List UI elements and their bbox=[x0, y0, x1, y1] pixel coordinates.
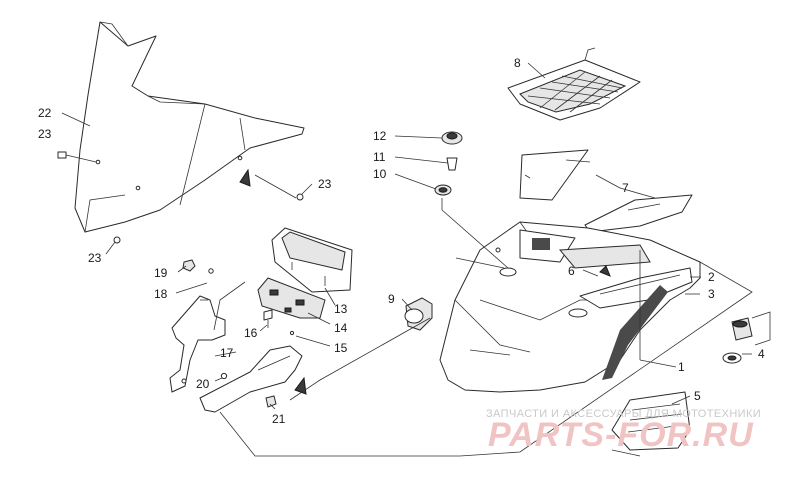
switch-9 bbox=[404, 297, 433, 331]
callout-17: 17 bbox=[220, 346, 234, 360]
callout-6: 6 bbox=[568, 264, 575, 278]
bolt-16 bbox=[263, 309, 273, 328]
callout-14: 14 bbox=[334, 321, 348, 335]
callout-20: 20 bbox=[196, 377, 210, 391]
callout-23-left: 23 bbox=[38, 127, 52, 141]
callout-12: 12 bbox=[373, 129, 387, 143]
vent-lower bbox=[584, 194, 693, 233]
callout-9: 9 bbox=[388, 292, 395, 306]
callout-21: 21 bbox=[272, 412, 286, 426]
callout-22: 22 bbox=[38, 106, 52, 120]
callout-11: 11 bbox=[373, 150, 386, 164]
hood bbox=[439, 221, 701, 393]
washer-20 bbox=[220, 372, 228, 380]
callout-4: 4 bbox=[758, 347, 765, 361]
arrow-marker-hood bbox=[599, 265, 611, 277]
screw-23-left bbox=[57, 151, 97, 163]
callout-18: 18 bbox=[154, 287, 168, 301]
screw-23-bottom bbox=[113, 236, 121, 244]
callout-labels: 22 23 23 23 8 7 12 11 10 6 2 3 1 4 5 9 1… bbox=[38, 56, 765, 426]
bolt-19 bbox=[182, 259, 214, 274]
leader-lines bbox=[61, 62, 752, 410]
callout-8: 8 bbox=[514, 56, 521, 70]
callout-23-bottom: 23 bbox=[88, 251, 102, 265]
mount-bracket-left bbox=[169, 295, 226, 393]
nut-21 bbox=[265, 395, 277, 408]
mount-bracket-lower bbox=[199, 345, 303, 413]
instrument-cluster bbox=[271, 227, 353, 293]
watermark: ЗАПЧАСТИ И АКСЕССУАРЫ ДЛЯ МОТОТЕХНИКИ PA… bbox=[486, 408, 761, 454]
watermark-logo: PARTS-FOR.RU bbox=[488, 416, 754, 454]
grommet-10 bbox=[434, 184, 452, 196]
callout-23-right: 23 bbox=[318, 177, 332, 191]
callout-2: 2 bbox=[708, 270, 715, 284]
callout-16: 16 bbox=[244, 326, 258, 340]
callout-3: 3 bbox=[708, 287, 715, 301]
accessory-plug bbox=[722, 317, 753, 364]
screw-23-right bbox=[296, 193, 304, 201]
cap-12 bbox=[441, 131, 463, 145]
vent-upper bbox=[519, 149, 591, 201]
callout-19: 19 bbox=[154, 266, 168, 280]
watermark-tagline: ЗАПЧАСТИ И АКСЕССУАРЫ ДЛЯ МОТОТЕХНИКИ bbox=[486, 408, 761, 420]
callout-10: 10 bbox=[373, 167, 387, 181]
side-grille bbox=[602, 285, 668, 380]
lower-panel bbox=[611, 391, 691, 451]
storage-net bbox=[507, 47, 641, 121]
callout-1: 1 bbox=[678, 360, 685, 374]
callout-7: 7 bbox=[622, 181, 629, 195]
rivet-15 bbox=[289, 330, 295, 336]
arrow-marker-lower bbox=[294, 376, 307, 395]
callout-13: 13 bbox=[334, 302, 348, 316]
pin-11 bbox=[446, 157, 458, 171]
callout-5: 5 bbox=[694, 389, 701, 403]
windshield bbox=[74, 21, 305, 233]
assembly-lines bbox=[213, 174, 771, 457]
gauge-bracket bbox=[257, 277, 326, 319]
callout-15: 15 bbox=[334, 341, 348, 355]
